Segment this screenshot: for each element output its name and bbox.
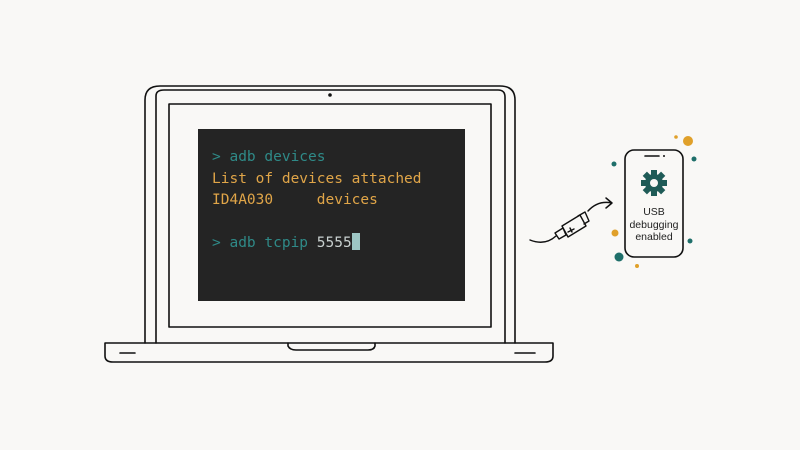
command-adb-tcpip: adb tcpip <box>229 235 309 251</box>
output-line: ID4A030 devices <box>212 192 378 208</box>
status-line: debugging <box>629 218 679 231</box>
terminal-output: > adb devices List of devices attached I… <box>212 147 422 255</box>
prompt: > <box>212 235 221 251</box>
command-adb-devices: adb devices <box>229 149 326 165</box>
status-line: USB <box>643 206 665 218</box>
laptop <box>104 85 554 363</box>
phone-status-text: USB debugging enabled <box>622 206 686 244</box>
status-line: enabled <box>635 231 673 243</box>
command-argument: 5555 <box>316 235 352 251</box>
text-cursor[interactable] <box>351 233 360 250</box>
terminal-window: > adb devices List of devices attached I… <box>198 129 465 301</box>
gear-icon <box>641 170 667 196</box>
output-line: List of devices attached <box>212 170 422 187</box>
decorative-dots <box>611 135 697 268</box>
phone <box>624 149 684 258</box>
arrow-right-icon <box>587 197 613 212</box>
prompt: > <box>212 149 221 165</box>
webcam <box>328 93 332 97</box>
usb-plug-icon <box>529 211 590 243</box>
